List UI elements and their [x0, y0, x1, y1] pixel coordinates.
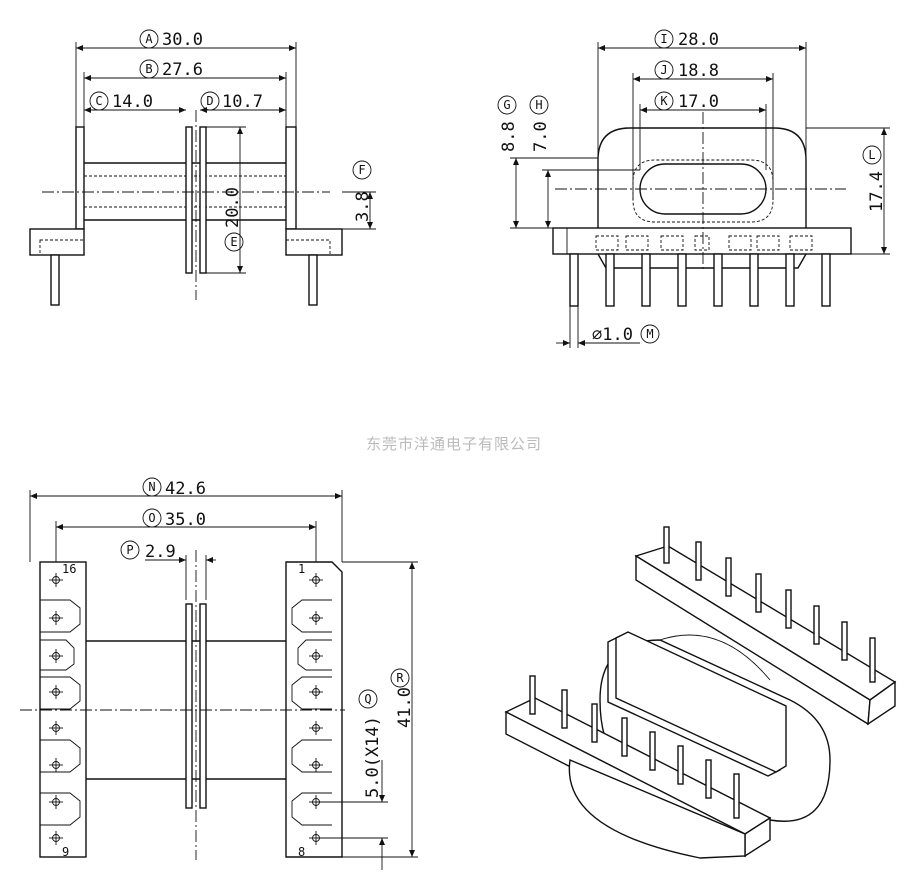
dim-h: H	[529, 95, 549, 115]
front-pins	[529, 675, 740, 819]
dim-q: Q	[358, 689, 378, 709]
svg-text:14.0: 14.0	[112, 92, 153, 112]
pin-label-9: 9	[62, 845, 69, 859]
svg-text:R: R	[396, 671, 404, 685]
dim-l-value: 17.4	[867, 171, 887, 212]
svg-text:Q: Q	[364, 692, 371, 706]
svg-text:A: A	[145, 32, 153, 46]
svg-text:10.7: 10.7	[222, 92, 263, 112]
pin-label-16: 16	[62, 562, 76, 576]
svg-text:30.0: 30.0	[162, 30, 203, 50]
pin-label-8: 8	[298, 845, 305, 859]
dim-g-value: 8.8	[499, 121, 519, 152]
svg-text:D: D	[206, 94, 213, 108]
dim-k: K 17.0	[654, 91, 719, 112]
dim-c: C 14.0	[89, 91, 153, 112]
dim-f-value: 3.8	[353, 191, 373, 222]
watermark-text: 东莞市洋通电子有限公司	[366, 435, 542, 453]
front-view: A 30.0 B 27.6 C 14.0 D 10.7	[29, 29, 376, 306]
dim-q-value: 5.0(X14)	[363, 716, 383, 798]
dim-e: E	[224, 232, 244, 252]
svg-text:C: C	[95, 94, 102, 108]
side-view: I 28.0 J 18.8 K 17.0	[497, 29, 890, 348]
dim-b: B 27.6	[139, 59, 203, 80]
dim-r-value: 41.0	[395, 687, 415, 728]
svg-text:N: N	[148, 480, 155, 494]
svg-text:B: B	[145, 62, 152, 76]
dim-d: D 10.7	[200, 91, 263, 112]
side-pins	[569, 253, 831, 307]
svg-text:O: O	[148, 511, 155, 525]
svg-text:27.6: 27.6	[162, 60, 203, 80]
dim-m-value: ⌀1.0	[592, 325, 633, 345]
svg-text:P: P	[126, 543, 133, 557]
svg-text:I: I	[660, 32, 667, 46]
svg-text:17.0: 17.0	[678, 92, 719, 112]
dim-n: N 42.6	[142, 477, 206, 499]
dim-g: G	[497, 95, 517, 115]
dim-j: J 18.8	[654, 60, 719, 81]
dim-f: F	[352, 160, 372, 180]
svg-text:H: H	[535, 98, 542, 112]
left-pin-column: 16 9	[40, 562, 81, 859]
svg-text:L: L	[868, 148, 875, 162]
pin-label-1: 1	[298, 562, 305, 576]
dim-h-value: 7.0	[531, 121, 551, 152]
dim-p: P 2.9	[120, 540, 176, 562]
dim-l: L	[862, 145, 882, 165]
dim-m: M	[640, 324, 660, 344]
svg-text:42.6: 42.6	[165, 479, 206, 499]
svg-text:E: E	[230, 235, 237, 249]
back-pins	[663, 526, 876, 683]
isometric-view	[504, 526, 897, 859]
svg-text:18.8: 18.8	[678, 61, 719, 81]
dim-r: R	[390, 668, 410, 688]
svg-text:35.0: 35.0	[165, 510, 206, 530]
dim-e-value: 20.0	[223, 187, 243, 228]
svg-text:J: J	[660, 63, 667, 77]
svg-text:2.9: 2.9	[145, 542, 176, 562]
bottom-view: N 42.6 O 35.0 P 2.9	[20, 477, 418, 870]
pin-slots	[595, 235, 813, 251]
dim-a: A 30.0	[139, 29, 203, 50]
dim-i: I 28.0	[654, 29, 719, 50]
svg-text:28.0: 28.0	[678, 30, 719, 50]
right-pin-column: 1 8	[291, 562, 332, 859]
svg-text:K: K	[660, 94, 668, 108]
svg-text:M: M	[646, 327, 653, 341]
dim-o: O 35.0	[142, 508, 206, 530]
svg-text:F: F	[358, 163, 365, 177]
svg-text:G: G	[503, 98, 510, 112]
